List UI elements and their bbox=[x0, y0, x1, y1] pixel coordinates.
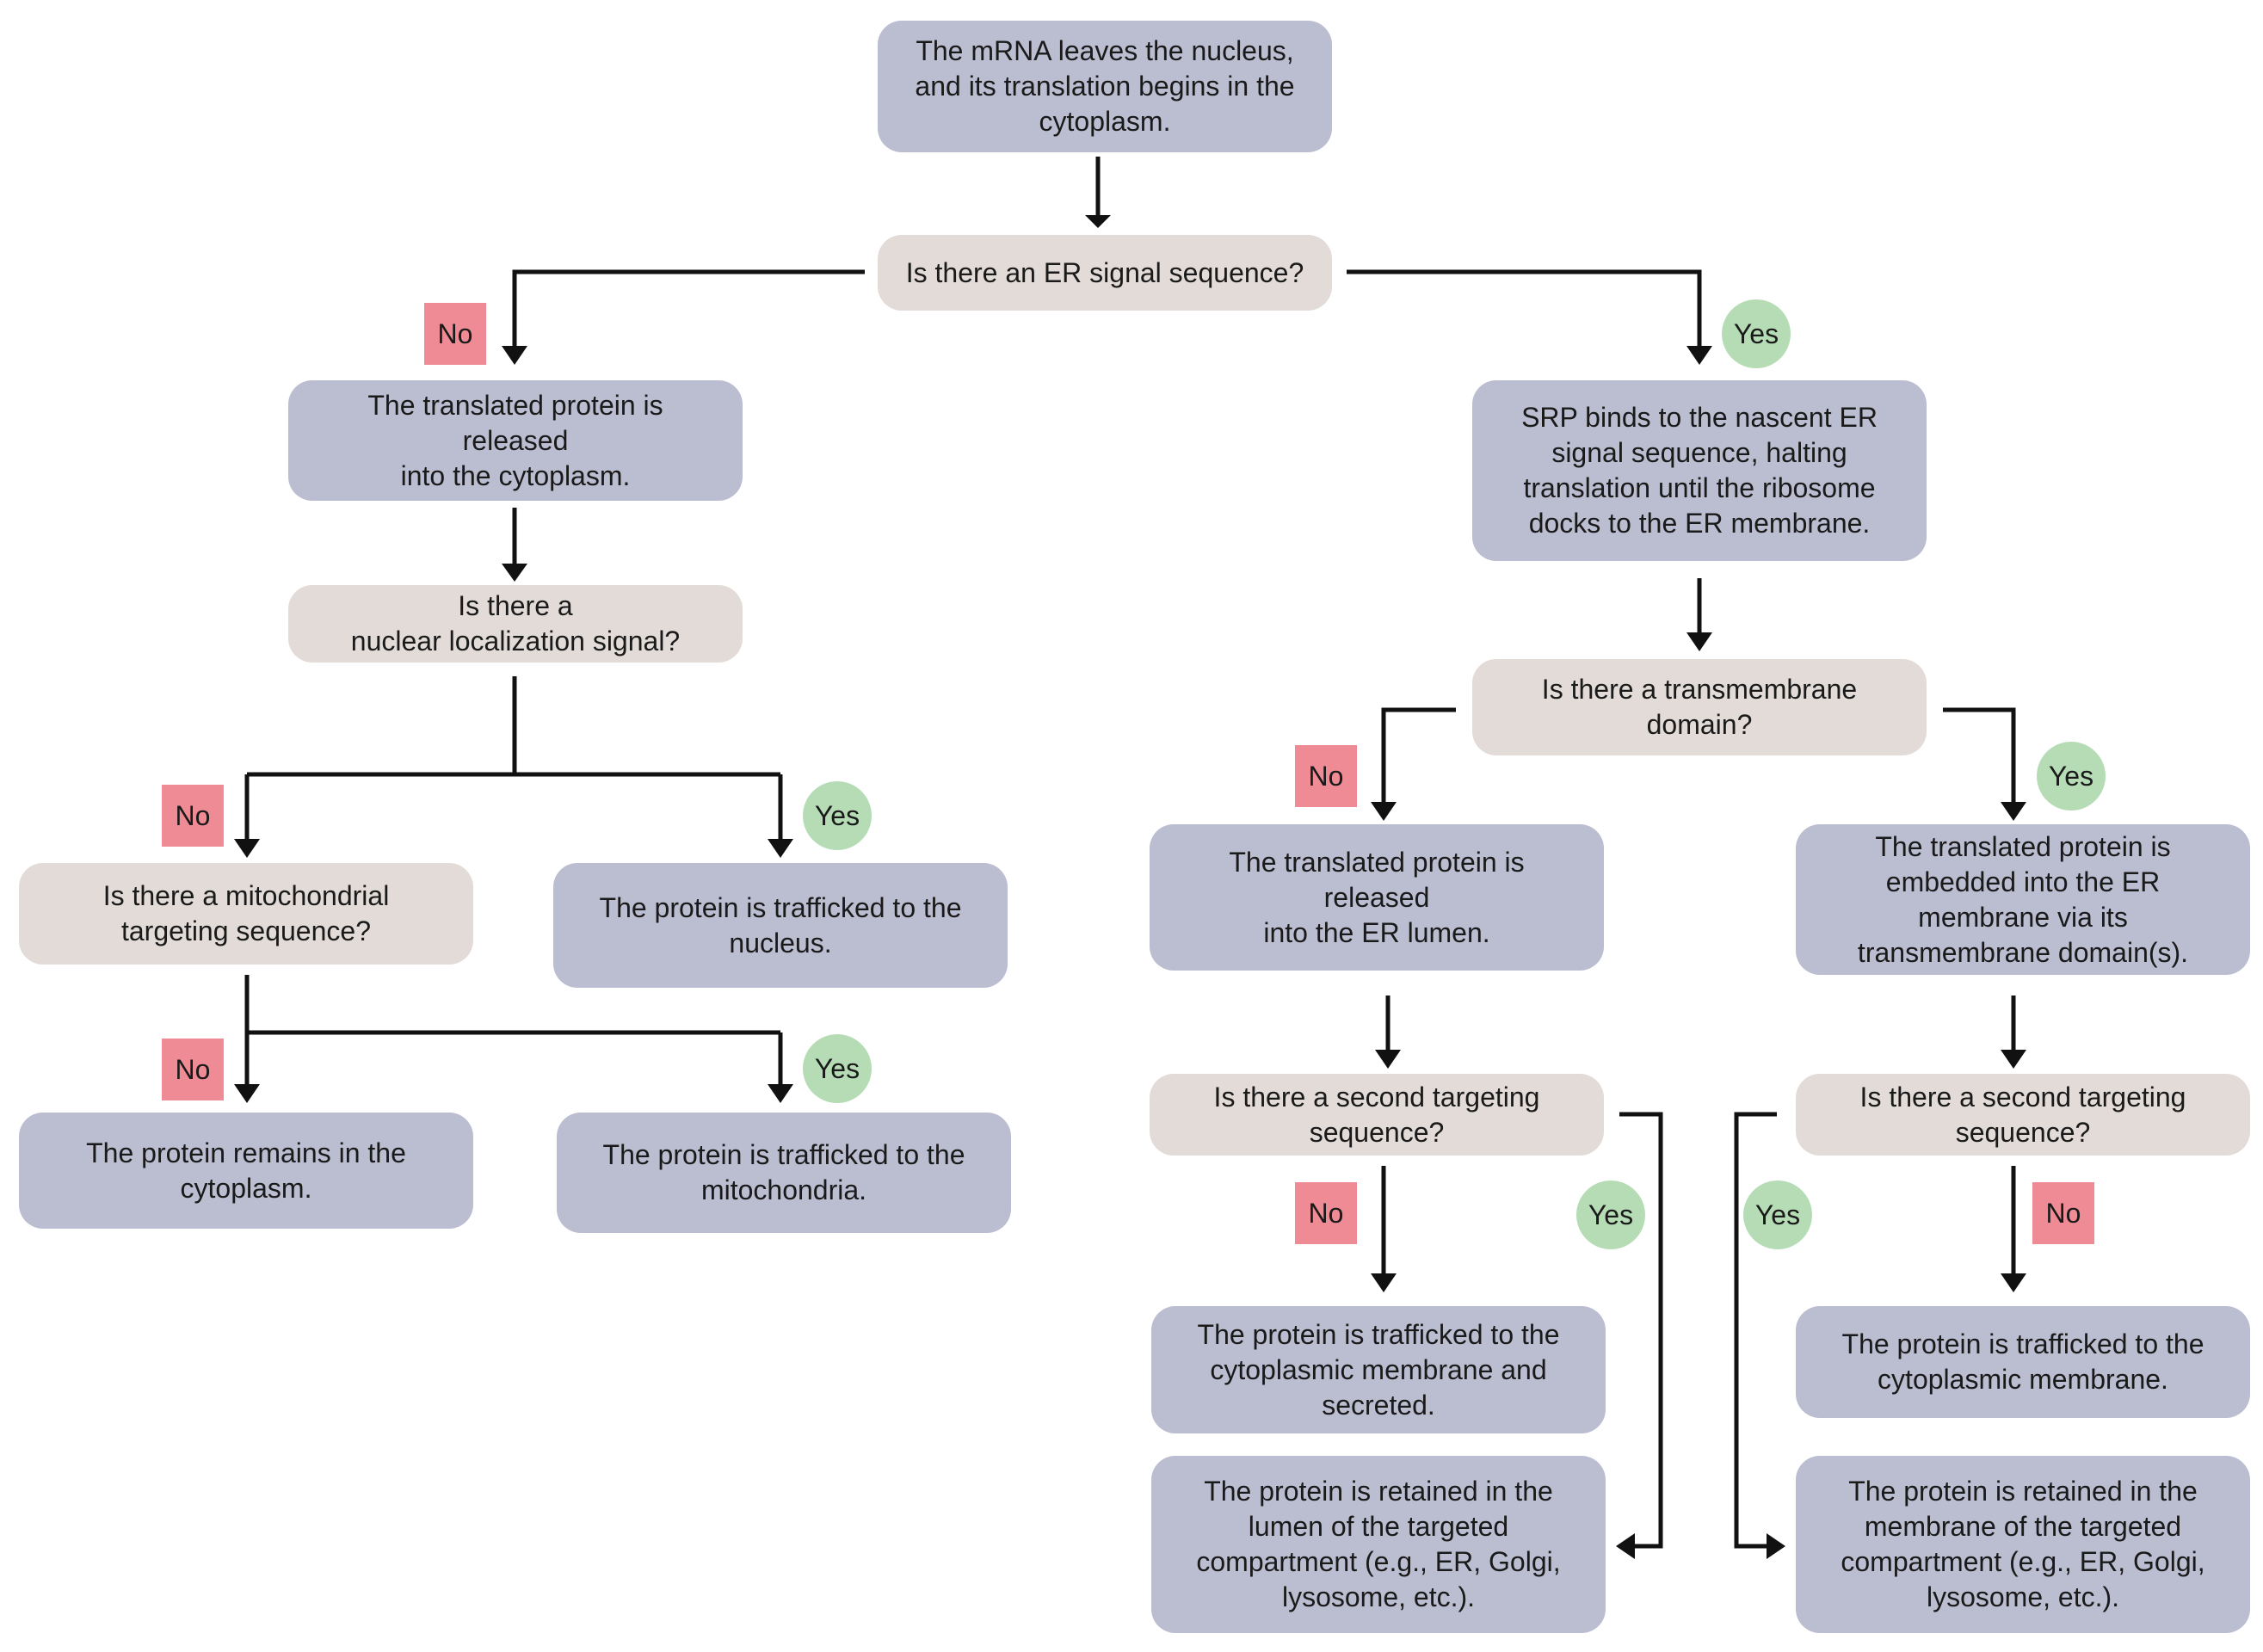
arrowhead bbox=[1371, 1273, 1397, 1292]
arrowhead bbox=[502, 564, 527, 582]
node-question-second-right: Is there a second targeting sequence? bbox=[1796, 1074, 2250, 1156]
arrowhead bbox=[1686, 346, 1712, 365]
arrowhead bbox=[1767, 1533, 1785, 1559]
arrowhead bbox=[1085, 215, 1111, 228]
arrow-tm-no bbox=[1381, 707, 1456, 811]
arrowhead bbox=[2001, 1050, 2026, 1069]
no-badge: No bbox=[2032, 1182, 2094, 1244]
node-to-nucleus: The protein is trafficked to the nucleus… bbox=[553, 863, 1008, 988]
yes-badge: Yes bbox=[1722, 299, 1791, 368]
node-srp-binds: SRP binds to the nascent ER signal seque… bbox=[1472, 380, 1927, 561]
node-question-er-signal: Is there an ER signal sequence? bbox=[878, 235, 1332, 311]
arrowhead bbox=[1686, 632, 1712, 651]
arrowhead bbox=[502, 346, 527, 365]
arrow-nls-split bbox=[247, 676, 780, 777]
no-badge: No bbox=[1295, 745, 1357, 807]
yes-badge: Yes bbox=[2037, 742, 2106, 811]
arrowhead bbox=[1616, 1533, 1635, 1559]
no-badge: No bbox=[162, 1039, 224, 1100]
no-badge: No bbox=[1295, 1182, 1357, 1244]
node-question-second-left: Is there a second targeting sequence? bbox=[1150, 1074, 1604, 1156]
arrowhead bbox=[768, 839, 793, 858]
arrow-tm-yes bbox=[1943, 707, 2016, 811]
arrowhead bbox=[234, 839, 260, 858]
node-remains-cytoplasm: The protein remains in the cytoplasm. bbox=[19, 1113, 473, 1229]
arrow-q2l-yes bbox=[1619, 1112, 1663, 1549]
arrowhead bbox=[1371, 802, 1397, 821]
node-question-nls: Is there a nuclear localization signal? bbox=[288, 585, 743, 663]
node-released-cytoplasm: The translated protein is released into … bbox=[288, 380, 743, 501]
yes-badge: Yes bbox=[1576, 1180, 1645, 1249]
arrow-er-yes bbox=[1347, 269, 1702, 354]
node-released-er-lumen: The translated protein is released into … bbox=[1150, 824, 1604, 971]
arrowhead bbox=[1375, 1050, 1401, 1069]
node-question-mito: Is there a mitochondrial targeting seque… bbox=[19, 863, 473, 965]
no-badge: No bbox=[424, 303, 486, 365]
node-retained-lumen: The protein is retained in the lumen of … bbox=[1151, 1456, 1606, 1633]
arrowhead bbox=[2001, 1273, 2026, 1292]
node-start: The mRNA leaves the nucleus, and its tra… bbox=[878, 21, 1332, 152]
yes-badge: Yes bbox=[1743, 1180, 1812, 1249]
node-secreted: The protein is trafficked to the cytopla… bbox=[1151, 1306, 1606, 1433]
yes-badge: Yes bbox=[803, 1034, 872, 1103]
arrow-q2r-yes bbox=[1734, 1112, 1777, 1549]
arrow-mito-split bbox=[244, 975, 780, 1035]
node-question-transmembrane: Is there a transmembrane domain? bbox=[1472, 659, 1927, 755]
arrowhead bbox=[768, 1084, 793, 1103]
node-to-cytoplasmic-membrane: The protein is trafficked to the cytopla… bbox=[1796, 1306, 2250, 1418]
arrow-er-no bbox=[512, 269, 865, 354]
node-embedded-er-membrane: The translated protein is embedded into … bbox=[1796, 824, 2250, 975]
arrowhead bbox=[2001, 802, 2026, 821]
yes-badge: Yes bbox=[803, 781, 872, 850]
arrowhead bbox=[234, 1084, 260, 1103]
no-badge: No bbox=[162, 785, 224, 847]
node-retained-membrane: The protein is retained in the membrane … bbox=[1796, 1456, 2250, 1633]
node-to-mitochondria: The protein is trafficked to the mitocho… bbox=[557, 1113, 1011, 1233]
